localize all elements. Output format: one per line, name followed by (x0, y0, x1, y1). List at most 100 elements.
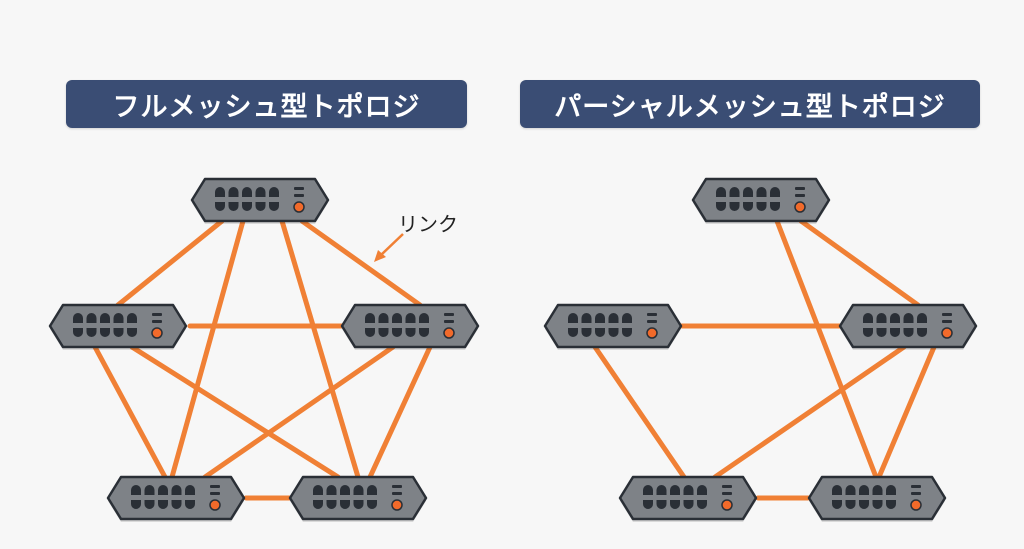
port-bottom-icon (255, 202, 266, 211)
port-bottom-icon (215, 202, 225, 211)
port-bottom-icon (876, 328, 887, 337)
link-top-mid-right (798, 218, 921, 308)
status-bar-icon (942, 313, 952, 316)
status-bar-icon (911, 485, 921, 488)
link-mid-right-bottom-left (202, 344, 396, 480)
port-top-icon (743, 187, 753, 197)
switch-body (807, 475, 947, 521)
led-indicator-icon (443, 327, 455, 339)
port-bottom-icon (832, 500, 842, 509)
port-bottom-icon (729, 202, 740, 211)
switch-body (288, 475, 428, 521)
port-bottom-icon (568, 328, 578, 337)
port-top-icon (845, 485, 856, 495)
port-bottom-icon (100, 328, 110, 337)
port-top-icon (419, 313, 429, 323)
link-mid-left-bottom-right (129, 344, 341, 480)
port-bottom-icon (656, 500, 667, 509)
port-top-icon (392, 313, 402, 323)
port-bottom-icon (365, 328, 375, 337)
port-bottom-icon (113, 328, 124, 337)
port-bottom-icon (756, 202, 767, 211)
network-switch-icon (543, 303, 683, 350)
port-top-icon (367, 485, 377, 495)
status-bar-icon (647, 320, 657, 323)
switch-body (618, 475, 758, 521)
status-bar-icon (647, 313, 657, 316)
port-bottom-icon (903, 328, 914, 337)
port-top-icon (365, 313, 375, 323)
port-top-icon (917, 313, 927, 323)
link-top-bottom-left (169, 218, 246, 480)
switch-body (691, 177, 831, 223)
port-bottom-icon (863, 328, 873, 337)
port-bottom-icon (326, 500, 337, 509)
port-top-icon (670, 485, 680, 495)
led-indicator-icon (721, 499, 733, 511)
status-bar-icon (294, 194, 304, 197)
port-top-icon (716, 187, 726, 197)
network-switch-icon (190, 177, 330, 224)
port-bottom-icon (313, 500, 323, 509)
switch-body (838, 303, 978, 349)
link-mid-left-bottom-left (92, 344, 168, 480)
port-bottom-icon (171, 500, 182, 509)
port-top-icon (353, 485, 364, 495)
status-bar-icon (722, 485, 732, 488)
link-top-mid-right (299, 218, 423, 308)
port-top-icon (242, 187, 252, 197)
port-top-icon (228, 187, 239, 197)
port-top-icon (859, 485, 869, 495)
status-bar-icon (152, 313, 162, 316)
port-bottom-icon (643, 500, 653, 509)
network-switch-icon (288, 475, 428, 522)
network-switch-icon (106, 475, 246, 522)
led-indicator-icon (794, 201, 806, 213)
status-bar-icon (795, 187, 805, 190)
port-top-icon (863, 313, 873, 323)
full-mesh-title: フルメッシュ型トポロジ (66, 80, 467, 128)
port-bottom-icon (353, 500, 364, 509)
network-switch-icon (340, 303, 480, 350)
port-top-icon (405, 313, 416, 323)
port-bottom-icon (392, 328, 402, 337)
port-top-icon (756, 187, 767, 197)
port-top-icon (131, 485, 141, 495)
port-bottom-icon (872, 500, 883, 509)
port-bottom-icon (770, 202, 780, 211)
port-top-icon (340, 485, 350, 495)
link-top-bottom-right (279, 218, 361, 480)
network-switch-icon (807, 475, 947, 522)
status-bar-icon (210, 492, 220, 495)
partial-mesh-nodes (543, 177, 978, 522)
port-bottom-icon (683, 500, 694, 509)
port-top-icon (100, 313, 110, 323)
led-indicator-icon (151, 327, 163, 339)
port-top-icon (608, 313, 619, 323)
led-indicator-icon (391, 499, 403, 511)
port-top-icon (269, 187, 279, 197)
partial-mesh-title: パーシャルメッシュ型トポロジ (520, 80, 980, 128)
port-top-icon (656, 485, 667, 495)
status-bar-icon (942, 320, 952, 323)
port-top-icon (568, 313, 578, 323)
port-top-icon (313, 485, 323, 495)
status-bar-icon (152, 320, 162, 323)
port-top-icon (113, 313, 124, 323)
port-top-icon (697, 485, 707, 495)
status-bar-icon (444, 320, 454, 323)
port-bottom-icon (185, 500, 195, 509)
port-bottom-icon (340, 500, 350, 509)
port-top-icon (903, 313, 914, 323)
port-top-icon (378, 313, 389, 323)
port-bottom-icon (405, 328, 416, 337)
port-top-icon (872, 485, 883, 495)
port-bottom-icon (158, 500, 168, 509)
port-bottom-icon (228, 202, 239, 211)
port-bottom-icon (608, 328, 619, 337)
port-top-icon (581, 313, 592, 323)
port-top-icon (73, 313, 83, 323)
link-mid-right-bottom-right (367, 344, 433, 480)
arrow-head-icon (374, 250, 386, 262)
